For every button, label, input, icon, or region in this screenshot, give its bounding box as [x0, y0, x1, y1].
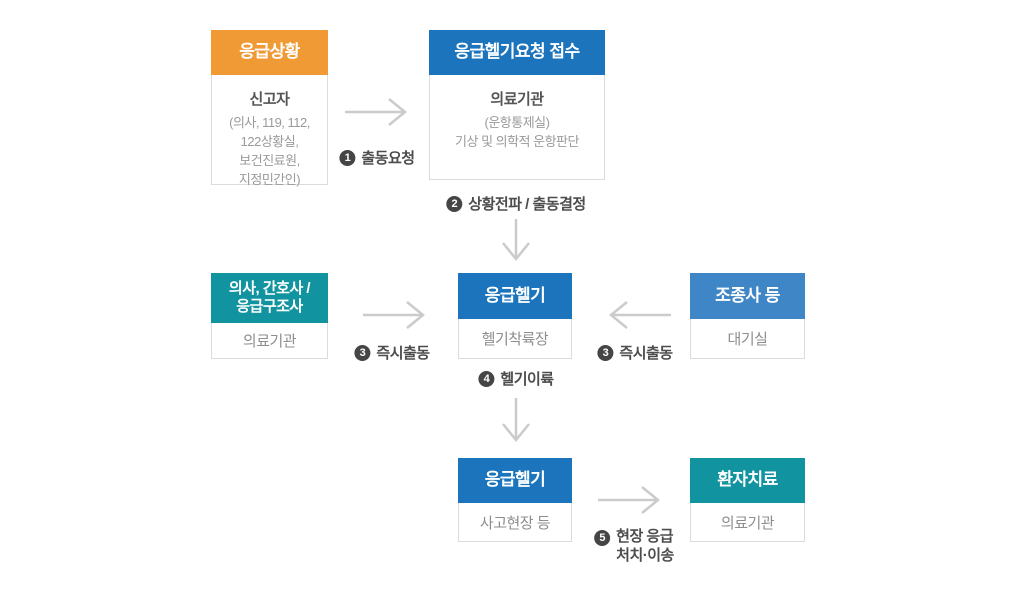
step2-number-badge: 2	[446, 195, 463, 212]
step5-label: 5 현장 응급 처치·이송	[594, 528, 674, 566]
box-patient-care-header: 환자치료	[690, 458, 805, 503]
box-emergency-situation-header: 응급상황	[211, 30, 328, 75]
step3-right-label-text: 즉시출동	[619, 345, 673, 362]
step4-label: 4 헬기이륙	[478, 368, 554, 389]
reporter-detail-line: 보건진료원,	[239, 152, 300, 168]
reporter-detail-line: 지정민간인)	[238, 171, 301, 187]
box-heli-helipad: 응급헬기 헬기착륙장	[458, 273, 572, 359]
step2-label-text: 상황전파 / 출동결정	[468, 196, 586, 213]
arrow-right-icon	[361, 297, 427, 333]
step1-label-text: 출동요청	[361, 150, 415, 167]
scene-location: 사고현장 등	[479, 514, 551, 532]
flight-judgement-line: 기상 및 의학적 운항판단	[455, 133, 579, 149]
step3-right-label: 3 즉시출동	[597, 342, 673, 363]
box-pilot-body: 대기실	[691, 319, 804, 358]
arrow-right-icon	[343, 94, 409, 130]
step4-label-text: 헬기이륙	[500, 371, 554, 388]
medical-team-title-line2: 응급구조사	[236, 298, 303, 315]
box-emergency-situation: 응급상황 신고자 (의사, 119, 112, 122상황실, 보건진료원, 지…	[211, 30, 328, 187]
medical-team-location: 의료기관	[242, 333, 297, 350]
box-medical-team-body: 의료기관	[212, 323, 327, 358]
box-patient-care: 환자치료 의료기관	[690, 458, 805, 542]
box-heli-scene-body: 사고현장 등	[459, 503, 571, 541]
step2-label: 2 상황전파 / 출동결정	[446, 193, 586, 214]
reporter-detail-line: 122상황실,	[240, 133, 299, 149]
box-pilot-header: 조종사 등	[690, 273, 805, 319]
step3-left-label-text: 즉시출동	[376, 345, 430, 362]
step3-left-label: 3 즉시출동	[354, 342, 430, 363]
reporter-label: 신고자	[249, 91, 290, 108]
reporter-detail-line: (의사, 119, 112,	[229, 115, 310, 130]
step1-number-badge: 1	[339, 149, 356, 166]
arrow-down-icon	[498, 217, 534, 263]
patient-care-location: 의료기관	[720, 514, 775, 532]
box-heli-helipad-header: 응급헬기	[458, 273, 572, 319]
box-heli-helipad-body: 헬기착륙장	[459, 319, 571, 358]
step5-label-line2: 처치·이송	[616, 546, 674, 564]
step3-right-number-badge: 3	[597, 344, 614, 361]
box-patient-care-body: 의료기관	[691, 503, 804, 541]
step4-number-badge: 4	[478, 370, 495, 387]
step3-left-number-badge: 3	[354, 344, 371, 361]
arrow-down-icon	[498, 396, 534, 444]
box-heli-request: 응급헬기요청 접수 의료기관 (운항통제실) 기상 및 의학적 운항판단	[429, 30, 605, 180]
control-room-line: (운항통제실)	[484, 115, 550, 130]
box-heli-request-body: 의료기관 (운항통제실) 기상 및 의학적 운항판단	[430, 75, 604, 152]
step5-label-line1: 현장 응급	[616, 528, 674, 545]
box-heli-scene: 응급헬기 사고현장 등	[458, 458, 572, 542]
arrow-right-icon	[596, 482, 662, 518]
arrow-left-icon	[607, 297, 673, 333]
helipad-location: 헬기착륙장	[481, 331, 549, 348]
pilot-location: 대기실	[727, 331, 768, 348]
step5-label-lines: 현장 응급 처치·이송	[616, 528, 674, 566]
box-medical-team-header: 의사, 간호사 / 응급구조사	[211, 273, 328, 323]
medical-team-title-line1: 의사, 간호사 /	[228, 280, 311, 297]
medical-institution-label: 의료기관	[490, 91, 544, 108]
box-emergency-situation-body: 신고자 (의사, 119, 112, 122상황실, 보건진료원, 지정민간인)	[212, 75, 327, 189]
box-heli-request-header: 응급헬기요청 접수	[429, 30, 605, 75]
step5-number-badge: 5	[594, 530, 611, 546]
step1-label: 1 출동요청	[339, 147, 415, 168]
box-medical-team: 의사, 간호사 / 응급구조사 의료기관	[211, 273, 328, 359]
box-heli-scene-header: 응급헬기	[458, 458, 572, 503]
box-pilot: 조종사 등 대기실	[690, 273, 805, 359]
